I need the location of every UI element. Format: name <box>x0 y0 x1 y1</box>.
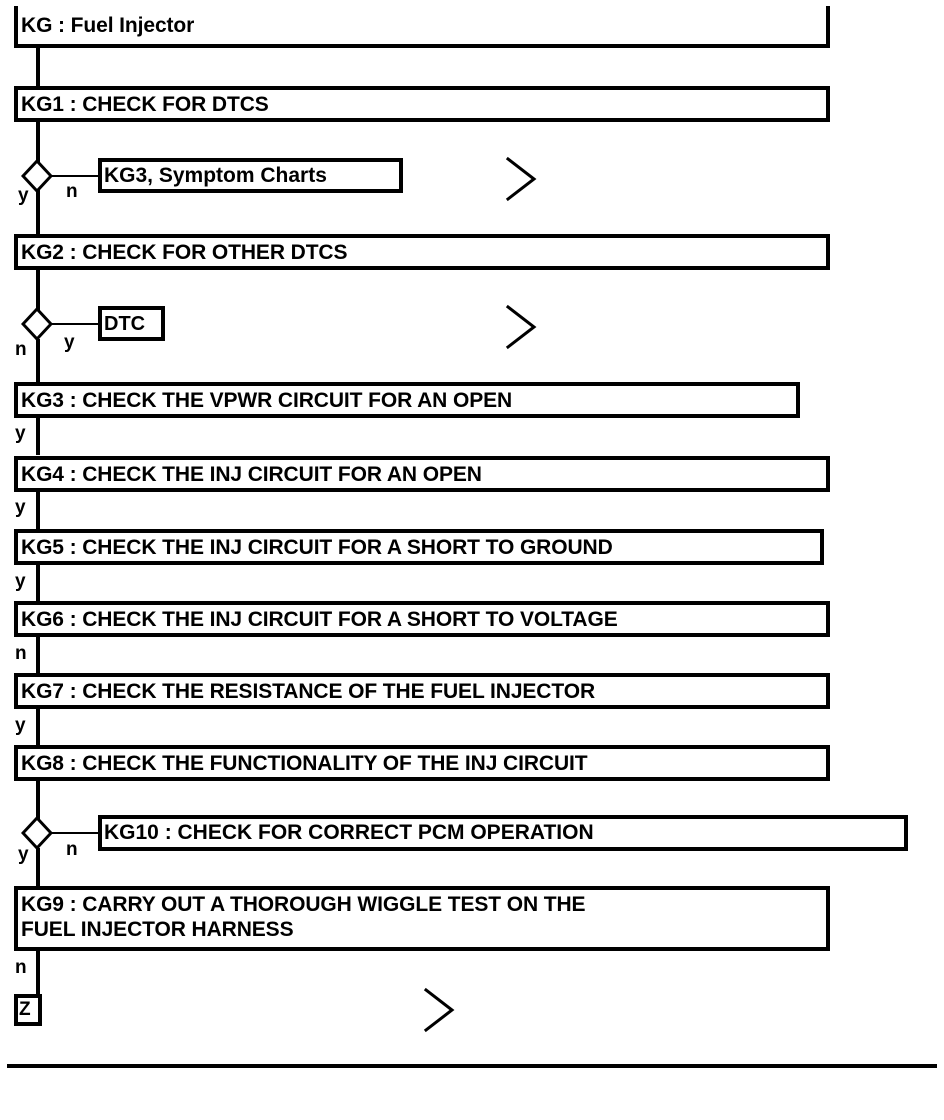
step-label-kg1: KG1 : CHECK FOR DTCS <box>21 92 269 116</box>
branch-letter-kg6-out: n <box>15 643 27 664</box>
branch-letter-d2-down: n <box>15 339 27 360</box>
target-box-z[interactable]: Z <box>14 994 42 1026</box>
step-label-kg8: KG8 : CHECK THE FUNCTIONALITY OF THE INJ… <box>21 751 588 775</box>
step-box-kg7[interactable]: KG7 : CHECK THE RESISTANCE OF THE FUEL I… <box>14 673 830 709</box>
decision-diamond-1[interactable] <box>21 159 53 193</box>
footer-divider <box>7 1064 937 1068</box>
branch-letter-kg5-out: y <box>15 571 26 592</box>
step-box-kg9[interactable]: KG9 : CARRY OUT A THOROUGH WIGGLE TEST O… <box>14 886 830 951</box>
connector-d2-to-kg3 <box>36 339 40 383</box>
step-label-kg3: KG3 : CHECK THE VPWR CIRCUIT FOR AN OPEN <box>21 388 513 412</box>
chevron-right-icon-2 <box>504 303 540 351</box>
branch-letter-kg9-out: n <box>15 957 27 978</box>
chevron-right-icon-3 <box>422 986 458 1034</box>
step-box-kg8[interactable]: KG8 : CHECK THE FUNCTIONALITY OF THE INJ… <box>14 745 830 781</box>
step-label-kg: KG : Fuel Injector <box>21 13 195 37</box>
decision-diamond-3[interactable] <box>21 816 53 850</box>
connector-d3-to-kg9 <box>36 848 40 888</box>
step-box-kg5[interactable]: KG5 : CHECK THE INJ CIRCUIT FOR A SHORT … <box>14 529 824 565</box>
connector-kg1-to-d1 <box>36 118 40 165</box>
target-label-z: Z <box>19 999 31 1020</box>
connector-kg7-to-kg8 <box>36 708 40 748</box>
step-box-kg2[interactable]: KG2 : CHECK FOR OTHER DTCS <box>14 234 830 270</box>
branch-letter-d3-right: n <box>66 839 78 860</box>
branch-letter-d3-down: y <box>18 844 29 865</box>
target-box-dtc[interactable]: DTC <box>98 306 165 341</box>
connector-kg8-to-d3 <box>36 780 40 823</box>
connector-kg9-to-z <box>36 950 40 996</box>
decision-diamond-2[interactable] <box>21 307 53 341</box>
branch-letter-kg7-out: y <box>15 715 26 736</box>
target-box-kg3-symptom-charts[interactable]: KG3, Symptom Charts <box>98 158 403 193</box>
step-label-kg6: KG6 : CHECK THE INJ CIRCUIT FOR A SHORT … <box>21 607 618 631</box>
step-label-kg2: KG2 : CHECK FOR OTHER DTCS <box>21 240 348 264</box>
target-label-dtc: DTC <box>104 312 146 335</box>
step-label-kg7: KG7 : CHECK THE RESISTANCE OF THE FUEL I… <box>21 679 596 703</box>
connector-kg3-to-kg4 <box>36 415 40 455</box>
step-label-kg4: KG4 : CHECK THE INJ CIRCUIT FOR AN OPEN <box>21 462 482 486</box>
target-label-kg3-symptom-charts: KG3, Symptom Charts <box>104 163 327 187</box>
connector-kg2-to-d2 <box>36 267 40 313</box>
branch-letter-kg4-out: y <box>15 497 26 518</box>
step-box-kg6[interactable]: KG6 : CHECK THE INJ CIRCUIT FOR A SHORT … <box>14 601 830 637</box>
branch-line-2 <box>50 323 98 325</box>
connector-kg4-to-kg5 <box>36 490 40 530</box>
connector-kg6-to-kg7 <box>36 636 40 676</box>
branch-line-1 <box>50 175 100 177</box>
connector-d1-to-kg2 <box>36 190 40 236</box>
step-label-kg5: KG5 : CHECK THE INJ CIRCUIT FOR A SHORT … <box>21 535 613 559</box>
connector-kg5-to-kg6 <box>36 565 40 605</box>
step-label-kg9: KG9 : CARRY OUT A THOROUGH WIGGLE TEST O… <box>21 893 586 941</box>
connector-kg-to-kg1 <box>36 46 40 90</box>
step-box-kg3[interactable]: KG3 : CHECK THE VPWR CIRCUIT FOR AN OPEN <box>14 382 800 418</box>
target-label-kg10: KG10 : CHECK FOR CORRECT PCM OPERATION <box>104 821 594 844</box>
target-box-kg10[interactable]: KG10 : CHECK FOR CORRECT PCM OPERATION <box>98 815 908 851</box>
branch-letter-d2-right: y <box>64 332 75 353</box>
chevron-right-icon-1 <box>504 155 540 203</box>
branch-letter-d1-right: n <box>66 181 78 202</box>
branch-letter-d1-down: y <box>18 185 29 206</box>
branch-letter-kg3-out: y <box>15 423 26 444</box>
branch-line-3 <box>50 832 100 834</box>
step-box-kg1[interactable]: KG1 : CHECK FOR DTCS <box>14 86 830 122</box>
step-box-kg[interactable]: KG : Fuel Injector <box>14 6 830 48</box>
step-box-kg4[interactable]: KG4 : CHECK THE INJ CIRCUIT FOR AN OPEN <box>14 456 830 492</box>
